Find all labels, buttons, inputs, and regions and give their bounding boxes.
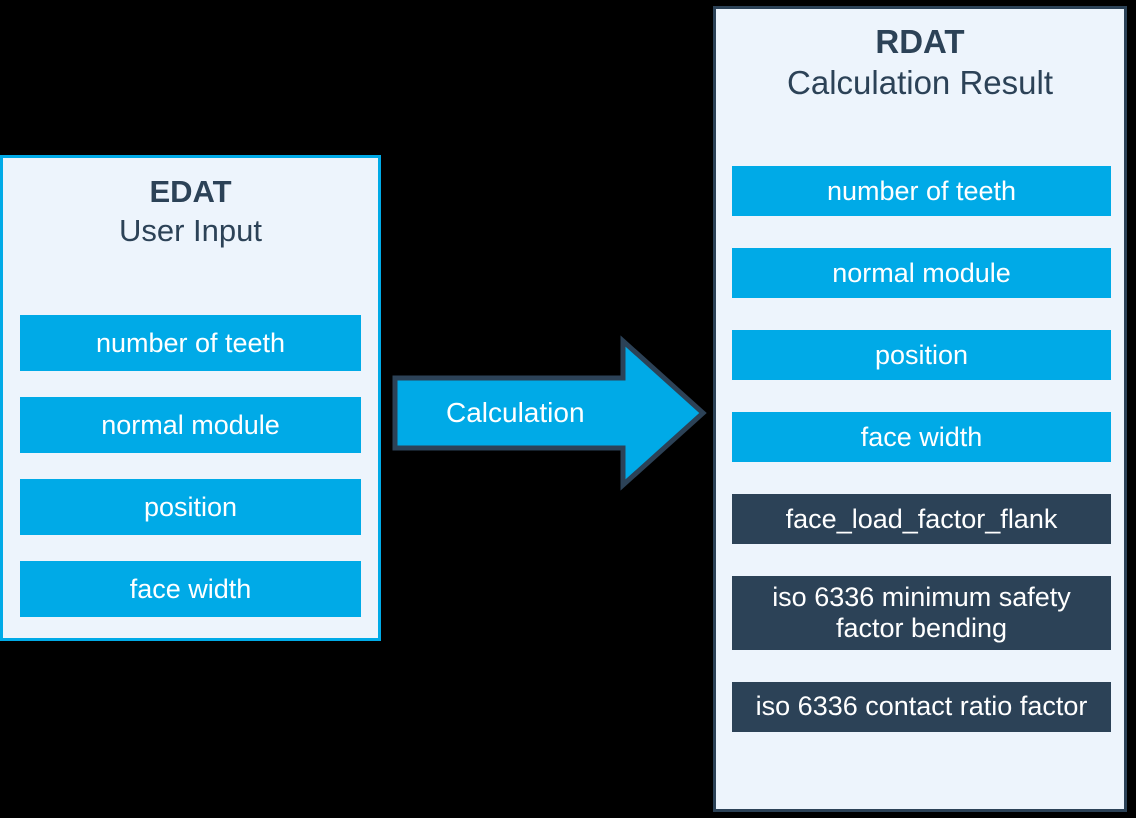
arrow-right-icon bbox=[392, 335, 707, 491]
edat-item-list: number of teeth normal module position f… bbox=[20, 315, 361, 643]
rdat-panel-title: RDAT bbox=[875, 23, 965, 60]
rdat-item-face-width[interactable]: face width bbox=[732, 412, 1111, 462]
edat-item-position[interactable]: position bbox=[20, 479, 361, 535]
rdat-panel-subtitle: Calculation Result bbox=[787, 63, 1053, 101]
edat-panel-subtitle: User Input bbox=[118, 213, 262, 249]
rdat-item-normal-module[interactable]: normal module bbox=[732, 248, 1111, 298]
rdat-item-iso-6336-contact-ratio-factor[interactable]: iso 6336 contact ratio factor bbox=[732, 681, 1111, 732]
rdat-item-position[interactable]: position bbox=[732, 330, 1111, 380]
edat-item-face-width[interactable]: face width bbox=[20, 561, 361, 617]
rdat-item-number-of-teeth[interactable]: number of teeth bbox=[732, 166, 1111, 216]
rdat-item-face-load-factor-flank[interactable]: face_load_factor_flank bbox=[732, 494, 1111, 544]
rdat-panel: RDAT Calculation Result number of teeth … bbox=[713, 6, 1127, 812]
edat-item-number-of-teeth[interactable]: number of teeth bbox=[20, 315, 361, 371]
rdat-item-iso-6336-minimum-safety-factor-bending[interactable]: iso 6336 minimum safety factor bending bbox=[732, 576, 1111, 650]
calculation-arrow: Calculation bbox=[391, 333, 709, 493]
rdat-item-list: number of teeth normal module position f… bbox=[732, 166, 1111, 764]
edat-item-normal-module[interactable]: normal module bbox=[20, 397, 361, 453]
edat-panel-title: EDAT bbox=[149, 174, 232, 209]
edat-panel: EDAT User Input number of teeth normal m… bbox=[0, 155, 381, 641]
